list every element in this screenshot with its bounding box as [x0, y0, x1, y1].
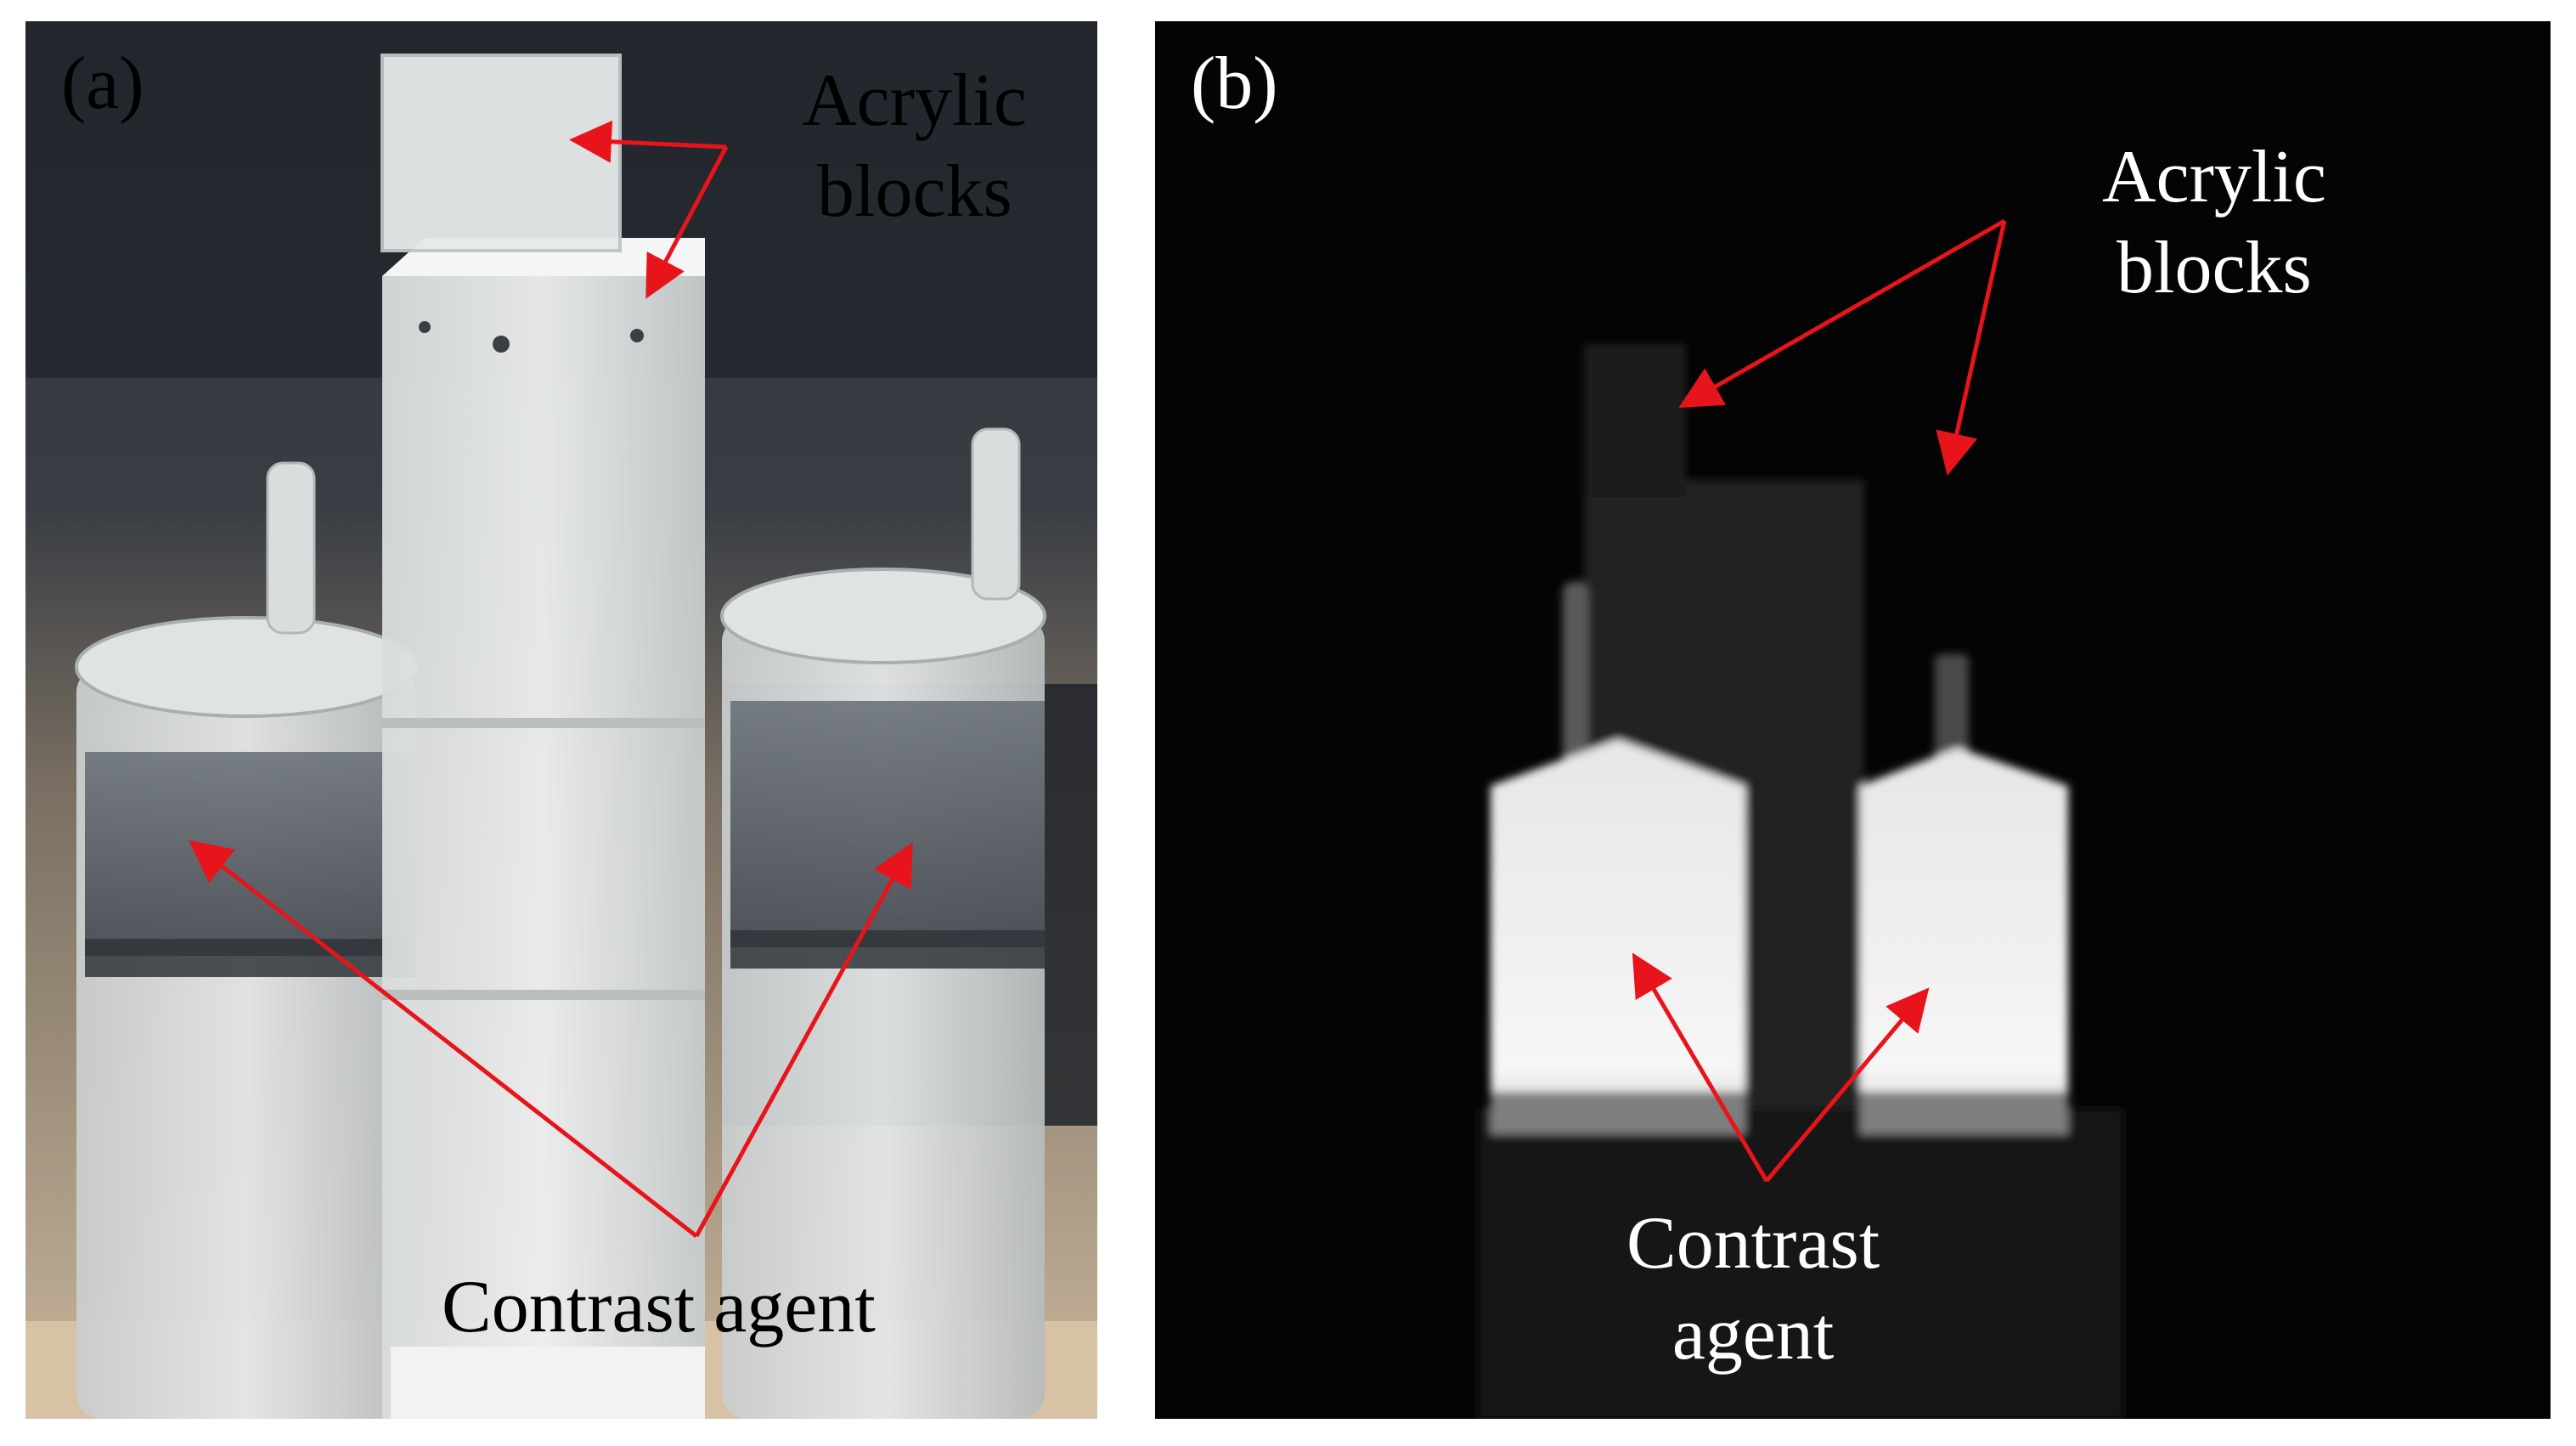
- panel-b-agent-line1: Contrast: [1626, 1202, 1880, 1285]
- panel-a-letter: (a): [61, 42, 144, 125]
- panel-b-radiograph: (b) Acrylic blocks Contrast agent: [1155, 21, 2551, 1419]
- panel-a-acrylic-blocks-label: Acrylic blocks: [803, 55, 1027, 238]
- panel-a-photo: (a) Acrylic blocks Contrast agent: [25, 21, 1097, 1419]
- panel-b-blocks-line2: blocks: [2117, 227, 2312, 310]
- panel-b-blocks-line1: Acrylic: [2102, 136, 2326, 218]
- panel-a-blocks-line2: blocks: [817, 150, 1012, 234]
- panel-b-agent-line2: agent: [1671, 1293, 1835, 1376]
- panel-a-blocks-line1: Acrylic: [803, 59, 1027, 142]
- panel-b-contrast-agent-label: Contrast agent: [1626, 1198, 1880, 1381]
- panel-a-contrast-agent-label: Contrast agent: [442, 1266, 876, 1348]
- panel-b-acrylic-blocks-label: Acrylic blocks: [2102, 132, 2326, 314]
- panel-b-letter: (b): [1191, 42, 1278, 125]
